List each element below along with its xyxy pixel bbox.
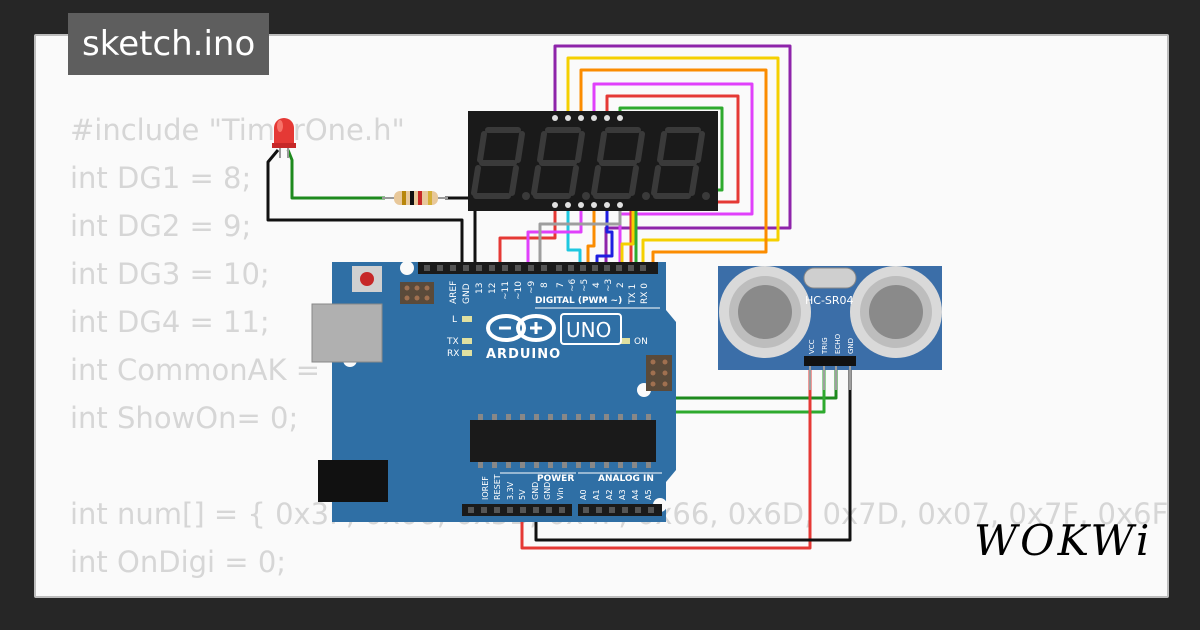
board-logo-text: ARDUINO (486, 347, 561, 362)
pin-label: 7 (556, 282, 566, 288)
pin-label: GND (531, 482, 540, 500)
sensor-label: HC-SR04 (805, 294, 854, 307)
rx-label: RX (447, 349, 459, 359)
power-label: POWER (537, 474, 574, 484)
pin-label: ~5 (580, 279, 590, 292)
sensor-pin-label: TRIG (821, 337, 829, 355)
file-tab[interactable]: sketch.ino (68, 13, 270, 75)
pin-label: A2 (605, 489, 614, 500)
code-line: int DG1 = 8; (70, 161, 252, 195)
mount-hole (400, 261, 414, 275)
pin-label: A0 (579, 489, 588, 500)
code-line: int OnDigi = 0; (70, 545, 287, 579)
analog-label: ANALOG IN (598, 474, 654, 484)
wire-sensor-vcc[interactable] (520, 370, 812, 550)
board-model: UNO (566, 318, 611, 342)
pin-label: 12 (488, 283, 498, 294)
ultrasonic-sensor[interactable]: HC-SR04 VCC TRIG ECHO GND (718, 266, 942, 390)
power-jack (318, 460, 388, 502)
sensor-pin-label: GND (847, 338, 855, 354)
l-label: L (452, 315, 457, 325)
wire-seg-x[interactable] (620, 205, 635, 268)
l-led (462, 316, 472, 322)
digital-label: DIGITAL (PWM ~) (535, 296, 622, 306)
wire-digit3[interactable] (586, 205, 596, 268)
tx-label: TX (446, 337, 459, 347)
pin-label: A5 (644, 489, 653, 500)
pin-label: 4 (592, 282, 602, 288)
display-digits (471, 127, 705, 199)
tx-led (462, 338, 472, 344)
wire-digit4[interactable] (538, 205, 622, 268)
on-label: ON (634, 337, 648, 347)
wire-display-a[interactable] (553, 44, 792, 268)
code-line: int DG3 = 10; (70, 257, 270, 291)
wokwi-logo: WOKWi (974, 516, 1153, 565)
arduino-uno-board[interactable]: AREF GND 13 12 ~11 ~10 ~9 8 7 ~6 ~5 4 ~3… (311, 261, 676, 522)
wire-sensor-gnd[interactable] (534, 370, 852, 542)
pin-label: 3.3V (506, 481, 515, 500)
wire-dp[interactable] (595, 205, 614, 268)
code-line: #include "TimerOne.h" (70, 113, 405, 147)
pin-label: 8 (540, 282, 550, 288)
code-line: int i16 = NumberDisplay = 0; (70, 586, 1167, 596)
pin-label: Vin (556, 487, 565, 500)
pin-label: A3 (618, 489, 627, 500)
code-line: int DG2 = 9; (70, 209, 252, 243)
pin-label: 13 (475, 283, 485, 294)
display-pins (552, 115, 623, 208)
sensor-pin-label: ECHO (834, 333, 842, 354)
code-line: int DG4 = 11; (70, 305, 270, 339)
pin-label: ~10 (514, 281, 524, 300)
pin-label: IOREF (481, 476, 490, 500)
pin-label: GND (543, 482, 552, 500)
wire-led-resistor[interactable] (286, 149, 385, 200)
pin-label: RESET (493, 474, 502, 500)
pin-label: RX 0 (640, 283, 650, 304)
wire-seg-g[interactable] (566, 205, 582, 268)
seven-segment-display[interactable] (468, 111, 718, 211)
pin-label: ~9 (527, 280, 537, 294)
wire-digit2[interactable] (526, 205, 583, 268)
on-led (620, 338, 630, 344)
microcontroller-chip (470, 420, 656, 462)
resistor[interactable] (382, 191, 448, 205)
code-line: int num[] = { 0x3F, 0x06, 0x5B, 0x4F, 0x… (70, 497, 1169, 531)
bottom-pin-labels: IOREF RESET 3.3V 5V GND GND Vin A0 A1 A2… (481, 474, 653, 500)
code-line: int ShowOn= 0; (70, 401, 299, 435)
wire-display-c[interactable] (579, 68, 768, 268)
sensor-pin-label: VCC (808, 339, 816, 354)
pin-label: GND (462, 283, 472, 304)
arduino-logo (486, 314, 556, 342)
power-header (462, 504, 572, 516)
pin-label: ~3 (604, 279, 614, 292)
wire-display-b[interactable] (566, 56, 780, 268)
pin-label: 2 (616, 282, 626, 288)
pin-label: A1 (592, 489, 601, 500)
top-pin-labels: AREF GND 13 12 ~11 ~10 ~9 8 7 ~6 ~5 4 ~3… (449, 278, 650, 305)
icsp-header (400, 282, 434, 304)
code-background: #include "TimerOne.h" int DG1 = 8; int DG2… (70, 106, 1169, 596)
pin-label: ~6 (568, 278, 578, 292)
wires (266, 44, 852, 550)
pin-label: 5V (518, 489, 527, 500)
pin-label: A4 (631, 489, 640, 500)
wire-display-e[interactable] (605, 94, 740, 268)
red-led[interactable] (272, 118, 296, 158)
wire-led-gnd[interactable] (266, 149, 464, 268)
usb-port (311, 303, 383, 363)
pin-label: ~11 (501, 281, 511, 300)
pin-label: TX 1 (628, 284, 638, 305)
rx-led (462, 350, 472, 356)
pin-label: AREF (449, 281, 459, 304)
